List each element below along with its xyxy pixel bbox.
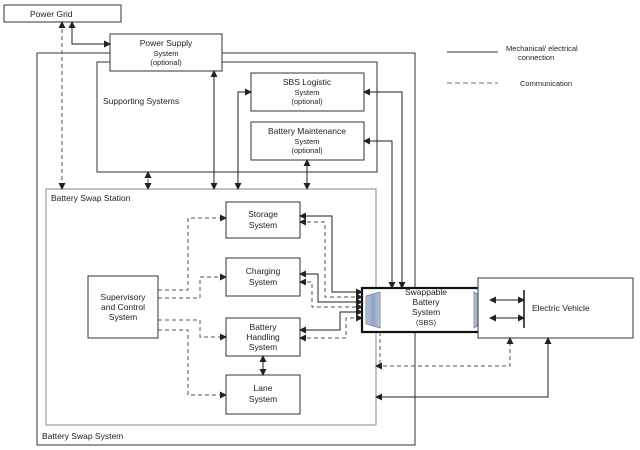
charging-line-1: Charging bbox=[246, 266, 281, 276]
legend-mechanical-line-1: Mechanical/ electrical bbox=[506, 44, 578, 53]
battery-handling-system-block: Battery Handling System bbox=[225, 317, 301, 357]
sbs-logistic-line-2: System bbox=[294, 88, 319, 97]
legend: Mechanical/ electrical connection Commun… bbox=[447, 44, 578, 88]
supervisory-line-3: System bbox=[109, 312, 137, 322]
battery-handling-line-1: Battery bbox=[250, 322, 278, 332]
sbs-line-1: Swappable bbox=[405, 287, 447, 297]
supervisory-line-1: Supervisory bbox=[101, 292, 147, 302]
power-supply-line-3: (optional) bbox=[150, 58, 182, 67]
power-supply-block: Power Supply System (optional) bbox=[109, 33, 223, 72]
charging-system-block: Charging System bbox=[225, 257, 301, 297]
battery-handling-line-3: System bbox=[249, 342, 277, 352]
sbs-block: Swappable Battery System (SBS) bbox=[360, 286, 492, 334]
sbs-line-2: Battery bbox=[413, 297, 441, 307]
battery-maintenance-line-2: System bbox=[294, 137, 319, 146]
storage-system-block: Storage System bbox=[225, 201, 301, 239]
battery-maintenance-block: Battery Maintenance System (optional) bbox=[250, 121, 365, 161]
legend-mechanical-line-2: connection bbox=[518, 53, 554, 62]
battery-handling-line-2: Handling bbox=[246, 332, 280, 342]
connectors bbox=[58, 21, 552, 401]
lane-line-1: Lane bbox=[254, 383, 273, 393]
sbs-logistic-line-1: SBS Logistic bbox=[283, 77, 332, 87]
electric-vehicle-block: Electric Vehicle bbox=[477, 277, 634, 339]
power-supply-line-2: System bbox=[153, 49, 178, 58]
supporting-systems-label: Supporting Systems bbox=[103, 96, 179, 106]
sbs-logistic-line-3: (optional) bbox=[291, 97, 323, 106]
sbs-line-4: (SBS) bbox=[416, 318, 437, 327]
storage-line-1: Storage bbox=[248, 209, 278, 219]
power-grid-block: Power Grid bbox=[3, 4, 122, 23]
supervisory-line-2: and Control bbox=[101, 302, 145, 312]
battery-swap-system-label: Battery Swap System bbox=[42, 431, 123, 441]
lane-system-block: Lane System bbox=[225, 374, 301, 415]
battery-swap-station-label: Battery Swap Station bbox=[51, 193, 131, 203]
battery-swap-system-frame bbox=[36, 52, 416, 446]
electric-vehicle-label: Electric Vehicle bbox=[532, 303, 590, 313]
battery-maintenance-line-1: Battery Maintenance bbox=[268, 126, 346, 136]
battery-maintenance-line-3: (optional) bbox=[291, 146, 323, 155]
sbs-left-terminal bbox=[365, 291, 381, 329]
power-grid-label: Power Grid bbox=[30, 9, 73, 19]
storage-line-2: System bbox=[249, 220, 277, 230]
power-supply-line-1: Power Supply bbox=[140, 38, 193, 48]
charging-line-2: System bbox=[249, 277, 277, 287]
legend-communication-label: Communication bbox=[520, 79, 572, 88]
supervisory-control-block: Supervisory and Control System bbox=[87, 275, 159, 339]
lane-line-2: System bbox=[249, 394, 277, 404]
sbs-line-3: System bbox=[412, 307, 440, 317]
sbs-logistic-block: SBS Logistic System (optional) bbox=[250, 72, 365, 112]
